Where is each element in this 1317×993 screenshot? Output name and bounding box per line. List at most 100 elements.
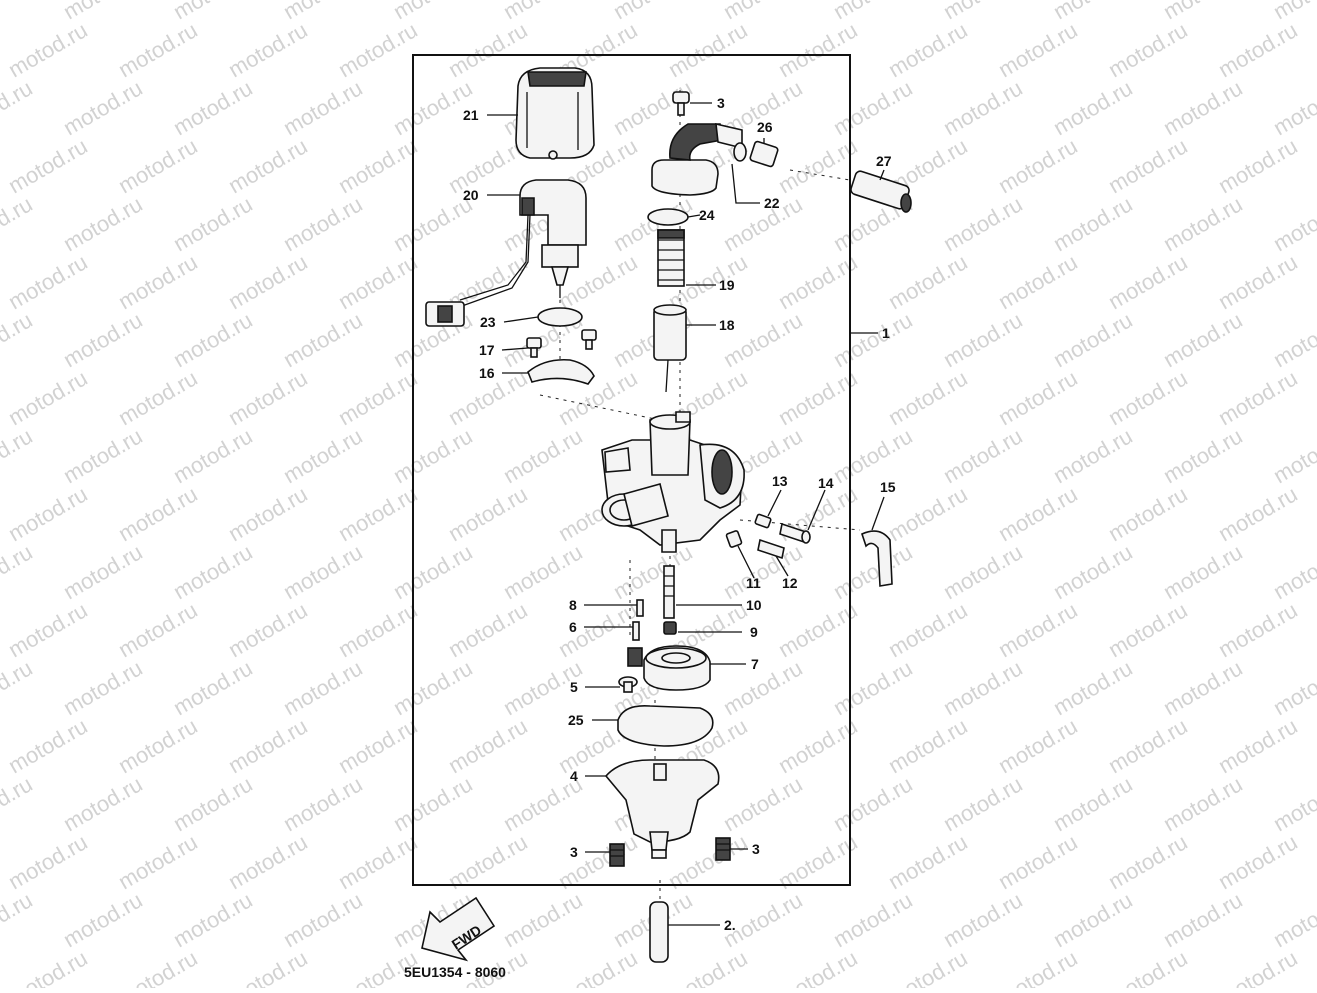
watermark-text: motod.ru xyxy=(0,655,37,720)
watermark-text: motod.ru xyxy=(1104,133,1192,198)
watermark-text: motod.ru xyxy=(114,249,202,314)
callout-7: 7 xyxy=(751,656,759,672)
part-15-tube xyxy=(861,530,893,587)
watermark-text: motod.ru xyxy=(279,655,367,720)
watermark-text: motod.ru xyxy=(334,481,422,546)
part-11-12-screws xyxy=(725,530,785,560)
watermark-text: motod.ru xyxy=(939,887,1027,952)
watermark-text: motod.ru xyxy=(334,133,422,198)
callout-5: 5 xyxy=(570,679,578,695)
watermark-text: motod.ru xyxy=(994,713,1082,778)
watermark-text: motod.ru xyxy=(774,597,862,662)
watermark-text: motod.ru xyxy=(829,75,917,140)
watermark-text: motod.ru xyxy=(334,829,422,894)
callout-27: 27 xyxy=(876,153,892,169)
watermark-text: motod.ru xyxy=(1214,713,1302,778)
watermark-text: motod.ru xyxy=(4,829,92,894)
watermark-text: motod.ru xyxy=(279,307,367,372)
watermark-text: motod.ru xyxy=(114,365,202,430)
watermark-text: motod.ru xyxy=(884,829,972,894)
watermark-text: motod.ru xyxy=(4,17,92,82)
watermark-text: motod.ru xyxy=(939,75,1027,140)
part-13-14-screws xyxy=(754,513,811,544)
watermark-text: motod.ru xyxy=(939,423,1027,488)
watermark-text: motod.ru xyxy=(114,133,202,198)
part-23-oring xyxy=(537,307,583,327)
watermark-text: motod.ru xyxy=(1049,655,1137,720)
part-20-autochoke xyxy=(425,179,587,327)
part-17-screws xyxy=(526,329,597,358)
watermark-text: motod.ru xyxy=(59,655,147,720)
watermark-text: motod.ru xyxy=(444,481,532,546)
watermark-text: motod.ru xyxy=(774,713,862,778)
callouts: 21 3 26 27 20 24 22 19 23 18 1 17 16 13 … xyxy=(463,95,896,933)
watermark-text: motod.ru xyxy=(719,771,807,836)
callout-3-left: 3 xyxy=(570,844,578,860)
watermark-text: motod.ru xyxy=(829,887,917,952)
watermark-text: motod.ru xyxy=(59,191,147,256)
watermark-text: motod.ru xyxy=(774,133,862,198)
watermark-text: motod.ru xyxy=(334,249,422,314)
watermark-text: motod.ru xyxy=(994,481,1082,546)
part-22-elbow xyxy=(651,122,747,196)
watermark-text: motod.ru xyxy=(334,17,422,82)
watermark-text: motod.ru xyxy=(1214,945,1302,988)
watermark-text: motod.ru xyxy=(4,597,92,662)
watermark-text: motod.ru xyxy=(279,539,367,604)
watermark-text: motod.ru xyxy=(1214,249,1302,314)
watermark-text: motod.ru xyxy=(1159,75,1247,140)
watermark-text: motod.ru xyxy=(224,133,312,198)
watermark-text: motod.ru xyxy=(1269,75,1317,140)
watermark-text: motod.ru xyxy=(554,945,642,988)
watermark-text: motod.ru xyxy=(169,423,257,488)
watermark-text: motod.ru xyxy=(224,945,312,988)
watermark-text: motod.ru xyxy=(1214,133,1302,198)
watermark-text: motod.ru xyxy=(4,365,92,430)
watermark-text: motod.ru xyxy=(224,829,312,894)
watermark-text: motod.ru xyxy=(224,17,312,82)
watermark-text: motod.ru xyxy=(994,597,1082,662)
watermark-text: motod.ru xyxy=(1214,481,1302,546)
watermark-text: motod.ru xyxy=(169,75,257,140)
callout-15: 15 xyxy=(880,479,896,495)
callout-9: 9 xyxy=(750,624,758,640)
part-7-float xyxy=(627,645,711,691)
callout-4: 4 xyxy=(570,768,578,784)
watermark-text: motod.ru xyxy=(0,887,37,952)
carburetor-body xyxy=(601,411,745,553)
watermark-text: motod.ru xyxy=(1104,249,1192,314)
watermark-text: motod.ru xyxy=(1159,655,1247,720)
watermark-text: motod.ru xyxy=(279,887,367,952)
callout-18: 18 xyxy=(719,317,735,333)
watermark-text: motod.ru xyxy=(1269,539,1317,604)
watermark-text: motod.ru xyxy=(59,423,147,488)
assembly-frame xyxy=(412,54,851,886)
part-18-valve xyxy=(653,304,687,393)
watermark-text: motod.ru xyxy=(389,539,477,604)
watermark-text: motod.ru xyxy=(334,365,422,430)
watermark-text: motod.ru xyxy=(829,771,917,836)
watermark-text: motod.ru xyxy=(169,771,257,836)
watermark-text: motod.ru xyxy=(939,307,1027,372)
leader-lines xyxy=(487,102,885,926)
watermark-text: motod.ru xyxy=(499,887,587,952)
watermark-text: motod.ru xyxy=(224,481,312,546)
watermark-text: motod.ru xyxy=(994,945,1082,988)
watermark-text: motod.ru xyxy=(1214,597,1302,662)
callout-14: 14 xyxy=(818,475,834,491)
watermark-text: motod.ru xyxy=(994,17,1082,82)
watermark-text: motod.ru xyxy=(279,191,367,256)
watermark-text: motod.ru xyxy=(1049,423,1137,488)
part-27-tube xyxy=(850,170,912,213)
watermark-text: motod.ru xyxy=(499,423,587,488)
callout-6: 6 xyxy=(569,619,577,635)
part-5-screw xyxy=(618,676,638,693)
watermark-text: motod.ru xyxy=(1269,0,1317,24)
callout-10: 10 xyxy=(746,597,762,613)
watermark-text: motod.ru xyxy=(1159,887,1247,952)
callout-24: 24 xyxy=(699,207,715,223)
watermark-text: motod.ru xyxy=(444,713,532,778)
watermark-text: motod.ru xyxy=(829,655,917,720)
